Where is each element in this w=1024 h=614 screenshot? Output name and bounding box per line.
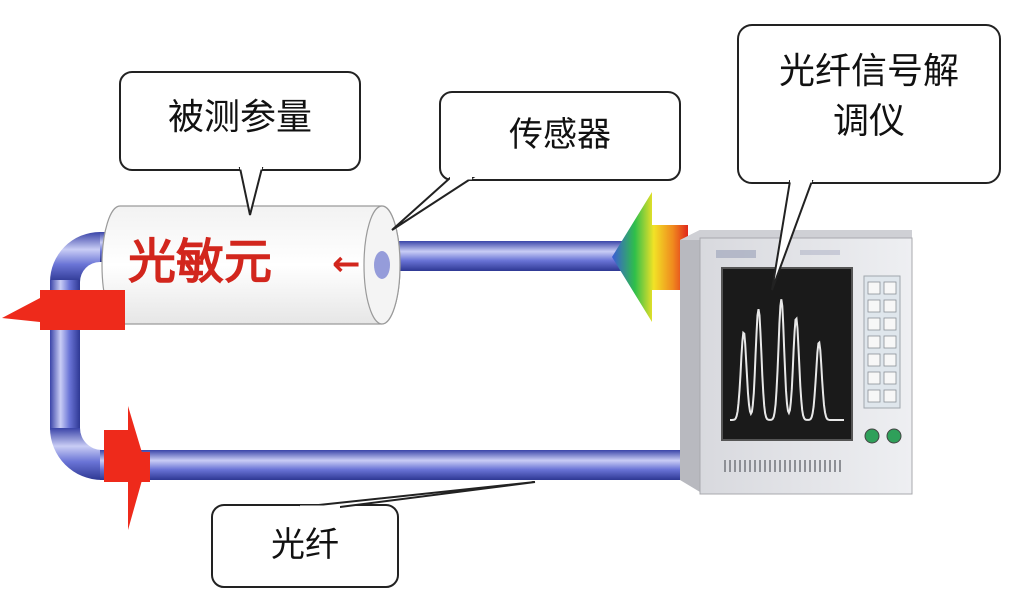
label-photosensitive-element: 光敏元 <box>128 234 273 290</box>
label-demodulator-line2: 调仪 <box>832 101 905 142</box>
vent-slot <box>754 460 756 472</box>
callout-demodulator <box>737 24 1001 291</box>
keypad-key <box>883 317 897 331</box>
keypad-key <box>867 353 881 367</box>
vent-slot <box>799 460 801 472</box>
vent-slot <box>834 460 836 472</box>
keypad-key <box>883 353 897 367</box>
vent-slot <box>809 460 811 472</box>
light-arrow-rainbow <box>612 192 688 322</box>
vent-slot <box>769 460 771 472</box>
vent-slot <box>744 460 746 472</box>
vent-slot <box>819 460 821 472</box>
keypad-key <box>867 371 881 385</box>
keypad-key <box>883 299 897 313</box>
label-measurand: 被测参量 <box>167 97 312 138</box>
instrument-knob-left <box>864 428 880 444</box>
vent-slot <box>814 460 816 472</box>
label-fiber: 光纤 <box>271 525 339 565</box>
keypad-key <box>867 389 881 403</box>
vent-slot <box>829 460 831 472</box>
vent-slot <box>779 460 781 472</box>
red-arrow-left-lower <box>104 406 150 530</box>
vent-slot <box>734 460 736 472</box>
vent-slot <box>789 460 791 472</box>
arrow-glyph-into-sensor: ← <box>332 244 361 284</box>
vent-slot <box>724 460 726 472</box>
instrument-screen <box>721 267 853 441</box>
vent-slot <box>794 460 796 472</box>
keypad-key <box>883 371 897 385</box>
vent-slot <box>759 460 761 472</box>
callout-sensor <box>391 91 681 231</box>
keypad-key <box>867 335 881 349</box>
vent-slot <box>784 460 786 472</box>
waveform <box>730 299 844 421</box>
vent-slot <box>774 460 776 472</box>
red-arrow-left-upper <box>2 290 125 330</box>
vent-slot <box>839 460 841 472</box>
sensor-cylinder <box>101 205 401 325</box>
keypad-key <box>867 281 881 295</box>
instrument-vents <box>724 460 841 472</box>
vent-slot <box>804 460 806 472</box>
keypad-key <box>883 281 897 295</box>
keypad-key <box>883 389 897 403</box>
label-sensor: 传感器 <box>509 115 611 155</box>
vent-slot <box>749 460 751 472</box>
vent-slot <box>739 460 741 472</box>
instrument-keypad <box>867 281 897 403</box>
vent-slot <box>729 460 731 472</box>
vent-slot <box>824 460 826 472</box>
fiber-signal-demodulator-instrument <box>680 230 913 495</box>
keypad-key <box>867 317 881 331</box>
vent-slot <box>764 460 766 472</box>
label-demodulator-line1: 光纤信号解 <box>778 51 959 92</box>
keypad-key <box>867 299 881 313</box>
keypad-key <box>883 335 897 349</box>
instrument-knob-right <box>886 428 902 444</box>
callout-measurand <box>119 71 361 216</box>
callout-fiber <box>211 481 536 588</box>
